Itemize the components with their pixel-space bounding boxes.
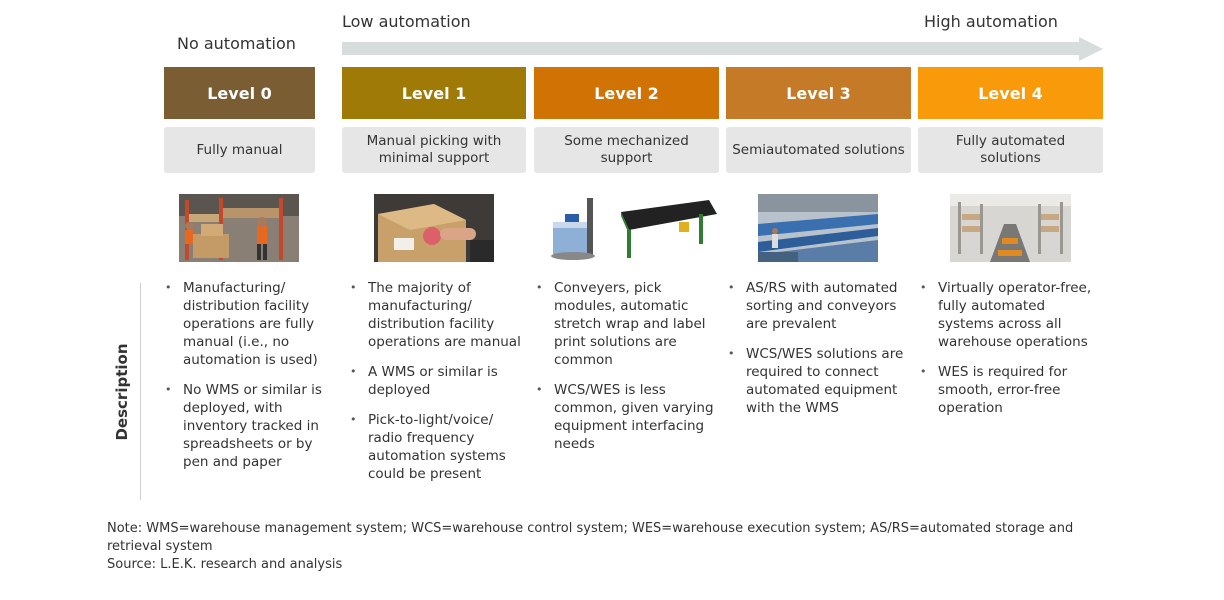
level-2-subtitle: Some mechanized support [534, 127, 719, 173]
no-automation-label: No automation [177, 34, 296, 53]
level-1-bullet: Pick-to-light/voice/ radio frequency aut… [350, 411, 522, 483]
level-1-bullet: A WMS or similar is deployed [350, 363, 522, 399]
level-2-description: Conveyers, pick modules, automatic stret… [536, 279, 724, 465]
level-1-bullet: The majority of manufacturing/ distribut… [350, 279, 522, 351]
source-text: Source: L.E.K. research and analysis [107, 557, 343, 572]
level-3-box: Level 3 [726, 67, 911, 119]
level-0-description: Manufacturing/ distribution facility ope… [165, 279, 325, 483]
automation-arrow-shaft [342, 42, 1080, 55]
level-1-box: Level 1 [342, 67, 526, 119]
level-2-bullet: Conveyers, pick modules, automatic stret… [536, 279, 724, 369]
level-4-description: Virtually operator-free, fully automated… [920, 279, 1102, 429]
level-0-subtitle: Fully manual [164, 127, 315, 173]
stretch-wrap-and-conveyor-photo-icon [549, 194, 719, 262]
level-0-bullet: No WMS or similar is deployed, with inve… [165, 381, 325, 471]
sorting-facility-photo-icon [758, 194, 878, 262]
automation-arrow-head-icon [1079, 37, 1103, 61]
level-4-bullet: WES is required for smooth, error-free o… [920, 363, 1102, 417]
footnote: Note: WMS=warehouse management system; W… [107, 520, 1122, 574]
automated-warehouse-photo-icon [950, 194, 1071, 262]
level-1-subtitle: Manual picking with minimal support [342, 127, 526, 173]
level-0-box: Level 0 [164, 67, 315, 119]
level-3-subtitle: Semiautomated solutions [726, 127, 911, 173]
level-3-bullet: AS/RS with automated sorting and conveyo… [728, 279, 908, 333]
warehouse-workers-photo-icon [179, 194, 299, 262]
box-scanning-photo-icon [374, 194, 494, 262]
level-3-bullet: WCS/WES solutions are required to connec… [728, 345, 908, 417]
level-0-bullet: Manufacturing/ distribution facility ope… [165, 279, 325, 369]
level-4-bullet: Virtually operator-free, fully automated… [920, 279, 1102, 351]
level-1-description: The majority of manufacturing/ distribut… [350, 279, 522, 495]
note-text: Note: WMS=warehouse management system; W… [107, 521, 1074, 554]
description-divider [140, 283, 141, 500]
low-automation-label: Low automation [342, 12, 471, 31]
level-2-bullet: WCS/WES is less common, given varying eq… [536, 381, 724, 453]
level-4-subtitle: Fully automated solutions [918, 127, 1103, 173]
high-automation-label: High automation [924, 12, 1058, 31]
level-4-box: Level 4 [918, 67, 1103, 119]
level-2-box: Level 2 [534, 67, 719, 119]
description-label: Description [113, 343, 131, 441]
level-3-description: AS/RS with automated sorting and conveyo… [728, 279, 908, 429]
